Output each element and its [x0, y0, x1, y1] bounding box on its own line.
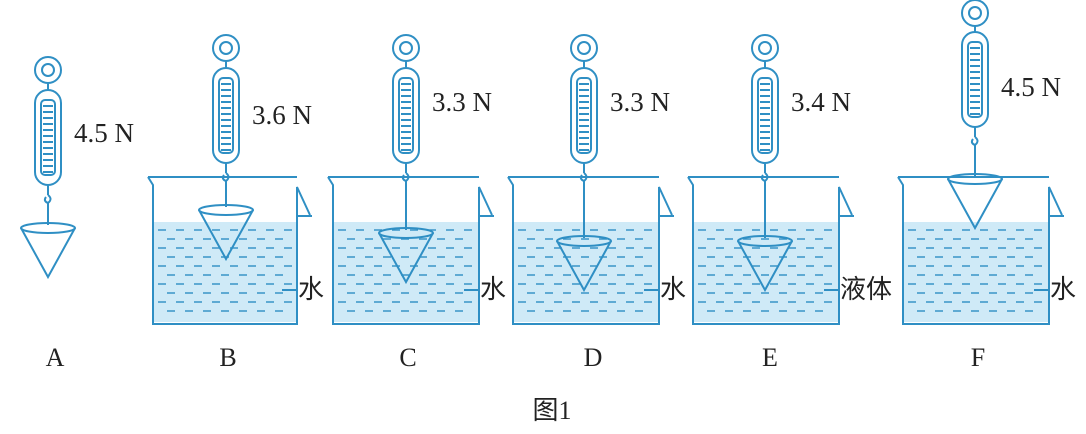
cone-icon — [198, 181, 254, 262]
panel-b: 水 3.6 N B — [147, 34, 324, 372]
liquid-label: 水 — [660, 275, 686, 304]
spring-scale-icon — [751, 34, 779, 183]
cone-icon — [378, 181, 434, 285]
panel-e: 液体 3.4 N E — [687, 34, 892, 372]
scale-reading: 3.6 N — [252, 100, 312, 130]
cone-icon — [737, 181, 793, 293]
beaker-icon — [897, 176, 1064, 325]
beaker-icon — [507, 176, 674, 325]
liquid-label: 水 — [1050, 275, 1076, 304]
beaker-icon — [687, 176, 854, 325]
liquid-label: 水 — [298, 275, 324, 304]
liquid-label: 液体 — [840, 275, 892, 304]
liquid-fill — [152, 222, 298, 322]
figure-caption: 图1 — [532, 396, 571, 425]
panel-f: 水 4.5 N F — [897, 0, 1076, 372]
scale-reading: 4.5 N — [74, 118, 134, 148]
scale-reading: 3.3 N — [432, 87, 492, 117]
scale-reading: 3.3 N — [610, 87, 670, 117]
liquid-label: 水 — [480, 275, 506, 304]
liquid-fill — [902, 222, 1050, 322]
panel-a: 4.5 N A — [20, 56, 134, 372]
beaker-icon — [327, 176, 494, 325]
spring-scale-icon — [212, 34, 240, 183]
panel-label: D — [584, 343, 603, 372]
panel-c: 水 3.3 N C — [327, 34, 506, 372]
spring-scale-icon — [570, 34, 598, 183]
cone-icon — [20, 203, 76, 280]
beaker-icon — [147, 176, 312, 325]
spring-scale-icon — [34, 56, 62, 205]
spring-scale-icon — [392, 34, 420, 183]
cone-icon — [556, 181, 612, 293]
scale-reading: 3.4 N — [791, 87, 851, 117]
panel-label: B — [219, 343, 236, 372]
spring-scale-icon — [961, 0, 989, 147]
panel-label: A — [46, 343, 65, 372]
panel-label: C — [399, 343, 416, 372]
scale-reading: 4.5 N — [1001, 72, 1061, 102]
cone-icon — [947, 145, 1003, 231]
panel-label: F — [971, 343, 985, 372]
panel-d: 水 3.3 N D — [507, 34, 686, 372]
panel-label: E — [762, 343, 778, 372]
